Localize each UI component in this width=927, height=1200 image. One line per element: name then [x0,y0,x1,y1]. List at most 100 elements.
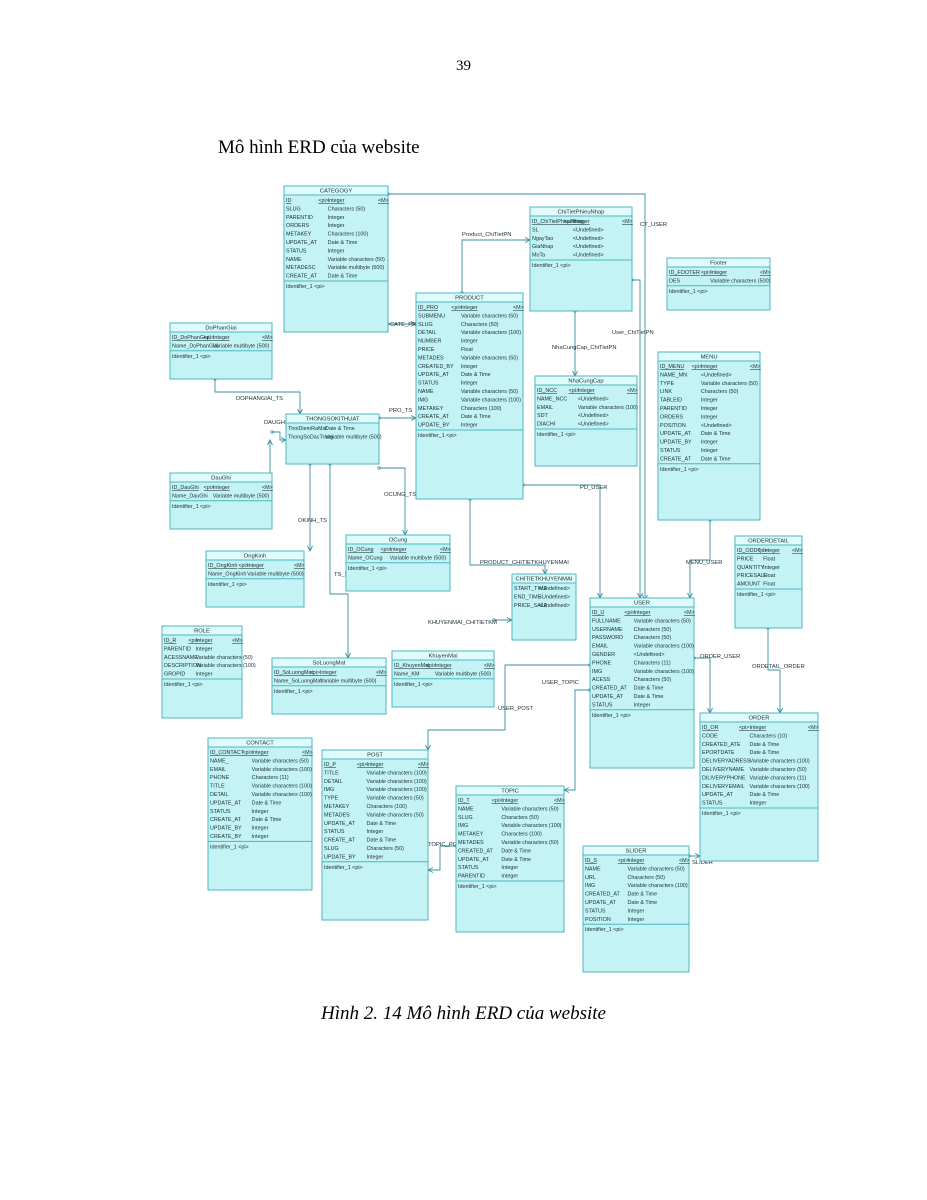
field-type: Float [763,573,775,579]
relationship-line [564,689,590,791]
field-type: Integer [701,398,718,404]
field-name: IMG [458,823,468,829]
field-name: UPDATE_AT [286,240,318,246]
field-type: Integer [461,305,478,311]
field-type: Variable characters (50) [367,796,424,802]
relationship-label-ct_user: CT_USER [640,222,667,228]
pk-marker: <pi> [692,364,703,370]
field-name: METAKEY [458,832,484,838]
field-type: Variable characters (50) [501,806,558,812]
field-name: Name_DauGhi [172,493,208,499]
entity-field: ID_CONTACT<pi>Integer<M> [210,750,313,756]
field-name: UPDATE_AT [324,821,356,827]
pk-marker: <pi> [739,725,750,731]
relationship-label-dophangiai_ts: DOPHANGIAI_TS [236,396,283,402]
field-type: Integer [435,663,452,669]
relationship-label-ocung_ts: OCUNG_TS [384,492,416,498]
field-type: Float [763,582,775,588]
field-name: ID_OCung [348,547,373,553]
field-type: Integer [710,270,727,276]
field-name: UPDATE_BY [418,423,450,429]
field-name: SLUG [324,846,339,852]
mandatory-marker: <M> [792,548,803,554]
field-name: ID_OR [702,725,719,731]
entity-chitietphieunhap: ChiTietPhieuNhapID_ChiTietPhieuNhap<pi>I… [529,206,633,312]
field-type: Variable characters (11) [750,775,807,781]
field-name: PRICE [418,347,435,353]
entity-contact: CONTACTID_CONTACT<pi>Integer<M>NAME_Vari… [207,737,313,891]
field-name: QUANTITY [737,565,765,571]
entity-field: GiaNhap<Undefined> [532,244,604,250]
entity-identifier: Identifier_1 <pi> [737,592,776,598]
field-type: Variable multibyte (500) [247,571,304,577]
field-name: CREATED_ATE [702,742,741,748]
field-name: UPDATE_AT [418,372,450,378]
field-name: EMAIL [210,767,226,773]
field-type: Integer [247,563,264,569]
field-type: Integer [461,339,478,345]
field-name: PARENTID [458,874,485,880]
field-name: Name_OCung [348,555,382,561]
field-name: POSITION [585,917,611,923]
field-name: MoTa [532,253,545,259]
field-type: Integer [252,809,269,815]
field-name: STATUS [210,809,231,815]
field-type: Integer [628,908,645,914]
pk-marker: <pi> [238,563,249,569]
crowfoot-mark [267,438,273,446]
entity-field: ID_S<pi>Integer<M> [585,858,690,864]
field-name: POSITION [660,423,686,429]
entity-field: END_TIME<Undefined> [514,594,570,600]
field-type: <Undefined> [539,594,570,600]
relationship-line [214,379,301,414]
field-name: CREATED_BY [418,364,454,370]
field-type: Characters (100) [501,832,542,838]
field-name: SDT [537,413,548,419]
field-type: Variable multibyte (500) [390,555,447,561]
relationship-label-ts_sl: TS_SL [334,572,352,578]
field-type: <Undefined> [573,227,604,233]
entity-field: ID_DoPhanGiai<pi>Integer<M> [172,335,273,341]
mandatory-marker: <M> [760,270,771,276]
field-type: Integer [328,215,345,221]
entity-khuyenmai: KhuyenMaiID_KhuyenMai<pi>Integer<M>Name_… [391,650,495,708]
mandatory-marker: <M> [484,663,495,669]
pk-marker: <pi> [426,663,437,669]
field-type: Variable characters (50) [461,355,518,361]
field-name: PRICESALE [737,573,768,579]
field-type: Date & Time [367,821,397,827]
pk-marker: <pi> [451,305,462,311]
field-name: ID_S [585,858,597,864]
field-name: FULLNAME [592,618,621,624]
field-type: Integer [750,725,767,731]
entity-field: ID_ChiTietPhieuNhap<pi>Integer<M> [532,219,633,225]
field-name: ID_MENU [660,364,684,370]
field-name: DILIVERYPHONE [702,775,746,781]
entity-identifier: Identifier_1 <pi> [172,504,211,510]
pk-marker: <pi> [318,198,329,204]
relationship-line [523,484,601,598]
relationship-label-slider_lbl: SLIDER [692,860,713,866]
field-name: METADESC [286,265,316,271]
entity-field: POSITION<Undefined> [660,423,732,429]
field-type: Integer [701,364,718,370]
relationship-label-user_post: USER_POST [498,706,534,712]
field-name: IMG [592,669,602,675]
entity-title: OCung [389,538,407,544]
entity-field: SDT<Undefined> [537,413,609,419]
